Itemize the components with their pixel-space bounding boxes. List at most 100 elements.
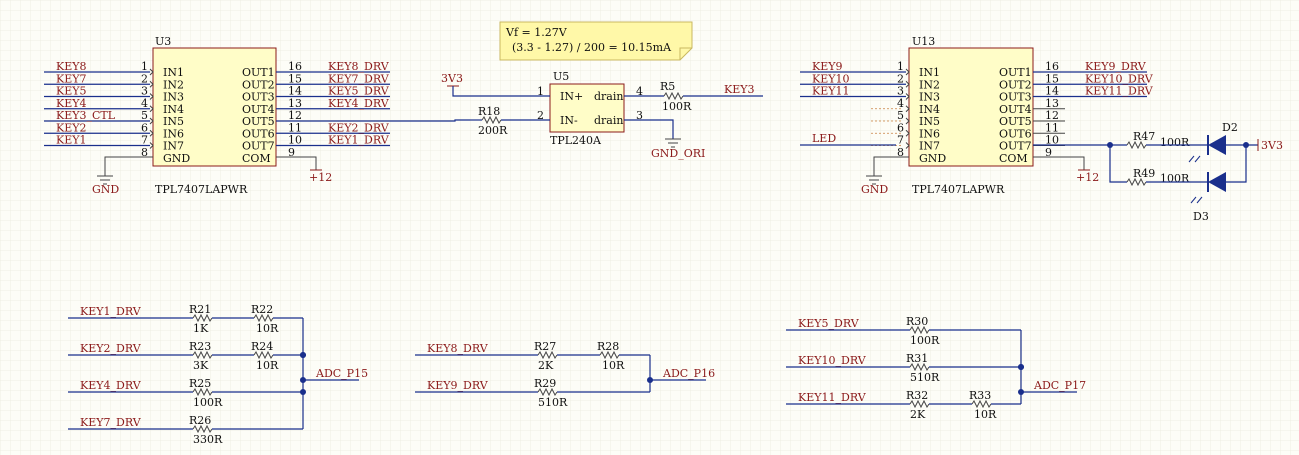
u3-input-pin-mark (149, 93, 154, 100)
u13-input-pin-num: 5 (897, 109, 904, 122)
u13-input-pin-num: 7 (897, 134, 904, 147)
u13-input-pin-name: IN1 (919, 66, 940, 79)
adc-resistor-value: 330R (193, 433, 223, 446)
adc-resistor-symbol (192, 387, 213, 397)
u13-body (908, 47, 1034, 167)
adc-resistor-ref: R30 (906, 315, 928, 328)
r5-ref: R5 (660, 80, 675, 93)
adc-resistor-value: 510R (538, 396, 568, 409)
adc-resistor-symbol (192, 313, 213, 323)
d2-ref: D2 (1222, 121, 1238, 134)
adc-resistor-ref: R24 (251, 340, 273, 353)
u13-input-pin-mark (905, 117, 910, 125)
u13-input-net-label: KEY11 (812, 85, 850, 98)
d3-ref: D3 (1193, 210, 1209, 223)
note-line-2: (3.3 - 1.27) / 200 = 10.15mA (512, 41, 672, 54)
u13-input-pin-name: IN5 (919, 115, 940, 128)
u13-input-pin-mark (905, 93, 910, 100)
u3-output-pin-name: OUT7 (242, 140, 275, 153)
u13-output-pin-num: 9 (1045, 146, 1052, 159)
u3-output-pin-name: OUT5 (242, 115, 275, 128)
u3-output-net-label: KEY5_DRV (328, 85, 390, 98)
u3-output-pin-num: 12 (288, 109, 302, 122)
u3-input-pin-name: IN5 (163, 115, 184, 128)
u13-input-pin-name: GND (919, 152, 946, 165)
adc-resistor-value: 100R (910, 334, 940, 347)
u3-input-pin-mark (149, 105, 154, 113)
u3-output-pin-num: 13 (288, 97, 302, 110)
adc-resistor-value: 10R (602, 359, 625, 372)
adc-resistor-value: 10R (256, 359, 279, 372)
u13-input-pin-name: IN7 (919, 140, 940, 153)
led-net-label: LED (812, 132, 836, 145)
adc-resistor-value: 100R (193, 396, 223, 409)
u5-pin3-num: 3 (636, 109, 643, 122)
u3-input-net-label: KEY1 (56, 134, 87, 147)
u13-output-pin-name: COM (999, 152, 1028, 165)
u3-pwr-label: +12 (309, 171, 332, 184)
adc-resistor-symbol (599, 350, 620, 360)
u3-output-pin-name: OUT6 (242, 127, 275, 140)
u5-pin1-num: 1 (537, 85, 544, 98)
u3-output-net-label: KEY8_DRV (328, 60, 390, 73)
u3-input-pin-num: 5 (141, 109, 148, 122)
u3-input-net-label: KEY4 (56, 97, 87, 110)
u3-input-pin-mark (149, 68, 154, 76)
u13-input-pin-mark (905, 68, 910, 76)
u3-input-pin-num: 2 (141, 72, 148, 85)
u13-output-pin-name: OUT1 (999, 66, 1032, 79)
adc-input-net-label: KEY5_DRV (798, 317, 860, 330)
adc-input-net-label: KEY2_DRV (80, 342, 142, 355)
adc-resistor-symbol (909, 399, 930, 409)
u3-output-pin-num: 16 (288, 60, 302, 73)
u13-pwr-label: +12 (1076, 171, 1099, 184)
u13-input-pin-name: IN3 (919, 91, 940, 104)
u13-output-pin-name: OUT3 (999, 91, 1032, 104)
u13-output-pin-num: 16 (1045, 60, 1059, 73)
adc-resistor-symbol (537, 387, 558, 397)
u3-input-pin-name: IN1 (163, 66, 184, 79)
adc-resistor-ref: R29 (534, 377, 556, 390)
u3-input-pin-num: 4 (141, 97, 148, 110)
adc-resistor-symbol (909, 362, 930, 372)
adc-input-net-label: KEY11_DRV (798, 391, 867, 404)
u3-input-net-label: KEY3_CTL (56, 109, 116, 122)
u3-part: TPL7407LAPWR (155, 183, 248, 196)
u5-pin4-num: 4 (636, 85, 643, 98)
adc-junction (300, 377, 306, 383)
u13-input-pin-num: 1 (897, 60, 904, 73)
key3-net-label: KEY3 (724, 83, 755, 96)
u5-component[interactable]: U5 TPL240A 3V3 1 IN+ R18 200R 2 IN- drai… (441, 70, 763, 160)
adc-resistor-symbol (909, 325, 930, 335)
u13-part: TPL7407LAPWR (912, 183, 1005, 196)
note-callout[interactable]: Vf = 1.27V (3.3 - 1.27) / 200 = 10.15mA (499, 21, 693, 61)
adc-resistor-ref: R28 (597, 340, 619, 353)
u13-gnd-symbol (866, 156, 909, 185)
u3-input-pin-mark (149, 142, 154, 149)
adc-input-net-label: KEY1_DRV (80, 305, 142, 318)
u3-output-pin-name: OUT3 (242, 91, 275, 104)
u13-input-pin-mark (905, 105, 910, 113)
u13-input-pin-mark (905, 80, 910, 88)
adc-resistor-symbol (192, 350, 213, 360)
r49-value: 100R (1160, 172, 1190, 185)
u13-output-pin-name: OUT6 (999, 127, 1032, 140)
u3-output-net-label: KEY4_DRV (328, 97, 390, 110)
u3-out5-wire (276, 119, 470, 122)
adc-junction (1018, 389, 1024, 395)
u13-output-pin-name: OUT4 (999, 103, 1032, 116)
d3-led (1190, 172, 1226, 204)
u5-3v3-label: 3V3 (441, 72, 463, 85)
adc-resistor-symbol (537, 350, 558, 360)
u5-part: TPL240A (550, 134, 602, 147)
u5-in-plus-wire (452, 86, 550, 97)
r5-value: 100R (662, 100, 692, 113)
adc-resistor-ref: R26 (189, 414, 211, 427)
